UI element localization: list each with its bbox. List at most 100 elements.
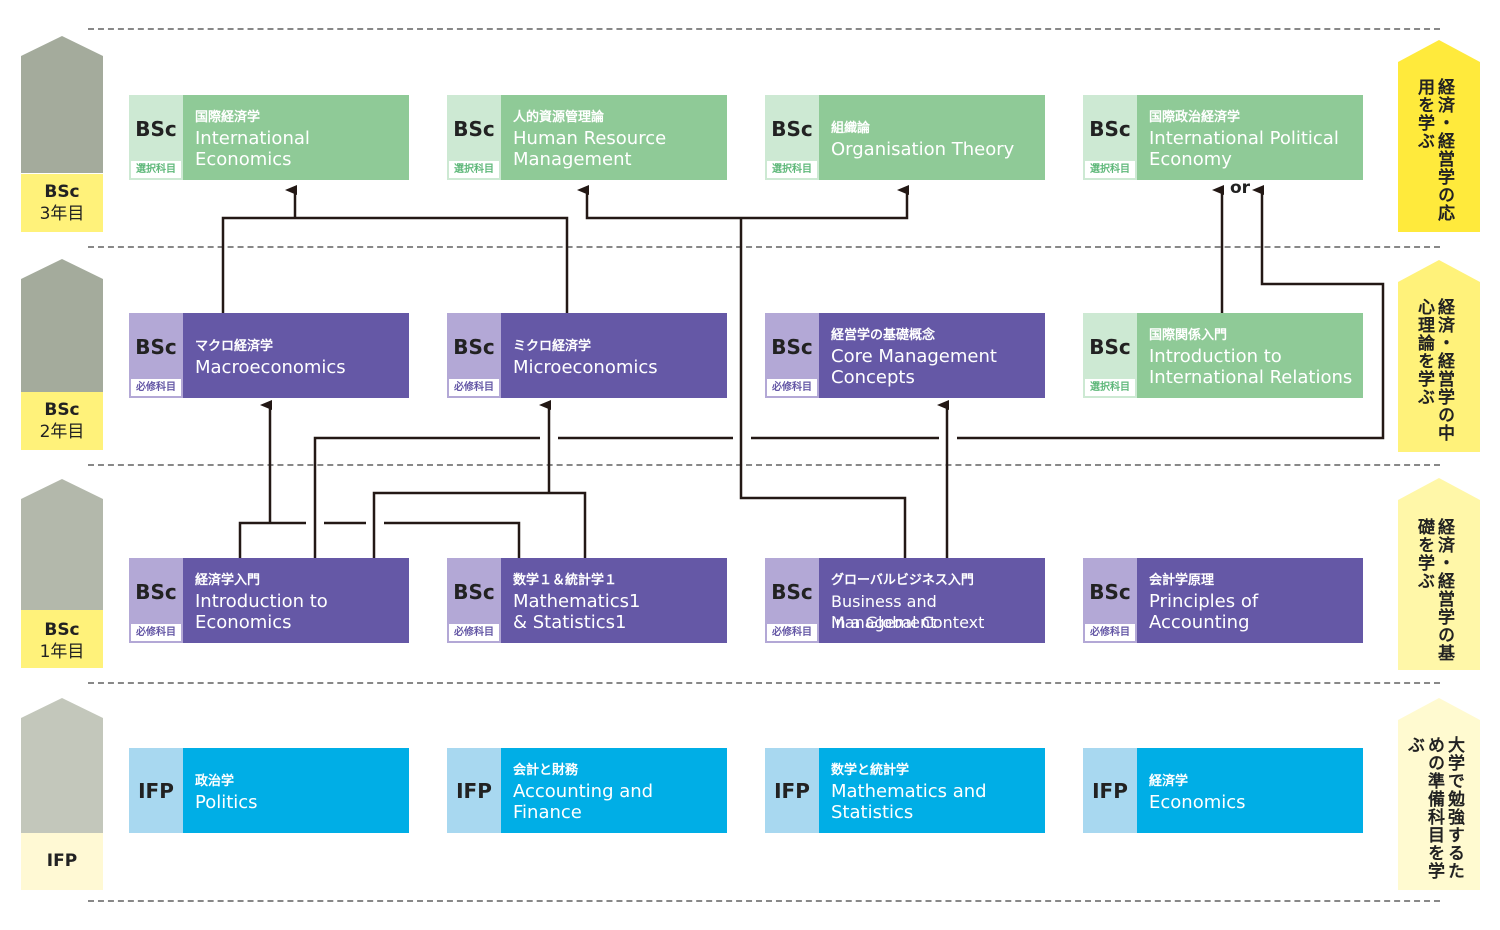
course-jp-title: 数学１＆統計学１ bbox=[513, 573, 618, 588]
course-jp-title: 国際関係入門 bbox=[1149, 328, 1228, 343]
course-en-title: International bbox=[195, 128, 310, 149]
course-type: 必修科目 bbox=[449, 379, 499, 396]
level-year: 2年目 bbox=[39, 422, 85, 442]
course-jp-title: ミクロ経済学 bbox=[513, 339, 592, 354]
course-jp-title: 経済学入門 bbox=[195, 573, 261, 588]
course-jp-title: 会計学原理 bbox=[1149, 573, 1215, 588]
course-code: IFP bbox=[138, 778, 174, 803]
course-en-title: Organisation Theory bbox=[831, 139, 1015, 160]
year-label-1: 大学1年次 bbox=[111, 731, 131, 811]
course-en-title: Finance bbox=[513, 802, 582, 823]
course-en-title: Statistics bbox=[831, 802, 914, 823]
level-year: 1年目 bbox=[39, 642, 85, 662]
course-code: BSc bbox=[135, 335, 177, 359]
course-type: 必修科目 bbox=[767, 624, 817, 641]
course-jp-title: 人的資源管理論 bbox=[513, 110, 605, 125]
course-organisation-theory[interactable]: BSc 選択科目 組織論 Organisation Theory bbox=[765, 95, 1045, 180]
row-separator bbox=[88, 246, 1440, 248]
course-type: 選択科目 bbox=[131, 161, 181, 178]
level-box-3 bbox=[21, 174, 103, 232]
course-jp-title: 国際政治経済学 bbox=[1149, 110, 1241, 125]
course-en-title: Economics bbox=[1149, 792, 1246, 813]
course-type: 必修科目 bbox=[1085, 624, 1135, 641]
course-type: 必修科目 bbox=[131, 624, 181, 641]
course-type: 必修科目 bbox=[131, 379, 181, 396]
course-en-title: Accounting and bbox=[513, 781, 654, 802]
course-en-title: Macroeconomics bbox=[195, 357, 346, 378]
course-en-title: Management bbox=[513, 149, 632, 170]
course-code: BSc bbox=[771, 580, 813, 604]
course-microeconomics[interactable]: BSc 必修科目 ミクロ経済学 Microeconomics bbox=[447, 313, 727, 398]
course-en-title: Politics bbox=[195, 792, 258, 813]
year-label-4: 大学4年次 bbox=[111, 75, 131, 155]
course-en-title: Core Management bbox=[831, 346, 997, 367]
course-en-title: Microeconomics bbox=[513, 357, 658, 378]
course-ifp-politics[interactable]: IFP 政治学 Politics bbox=[129, 748, 409, 833]
course-jp-title: 政治学 bbox=[195, 774, 235, 789]
course-code: BSc bbox=[453, 117, 495, 141]
course-en-title: Accounting bbox=[1149, 612, 1250, 633]
course-type: 選択科目 bbox=[1085, 379, 1135, 396]
course-code: BSc bbox=[1089, 335, 1131, 359]
row-separator bbox=[88, 464, 1440, 466]
theme-arrows bbox=[1398, 40, 1480, 890]
course-en-title: International Political bbox=[1149, 128, 1339, 149]
year-label-2: 大学2年次 bbox=[111, 513, 131, 593]
course-type: 必修科目 bbox=[449, 624, 499, 641]
course-code: BSc bbox=[771, 335, 813, 359]
row-separator bbox=[88, 900, 1440, 902]
theme-label-core: 経済・経営学の中心理論を学ぶ bbox=[1414, 298, 1454, 442]
course-en-title: Economics bbox=[195, 612, 292, 633]
course-macroeconomics[interactable]: BSc 必修科目 マクロ経済学 Macroeconomics bbox=[129, 313, 409, 398]
theme-label-basics: 経済・経営学の基礎を学ぶ bbox=[1414, 518, 1454, 662]
course-en-title: Human Resource bbox=[513, 128, 667, 149]
course-en-title: Introduction to bbox=[195, 591, 328, 612]
theme-label-prep: 大学で勉強するための準備科目を学ぶ bbox=[1404, 736, 1464, 880]
course-en-title: in a Global Context bbox=[831, 613, 985, 632]
course-code: BSc bbox=[1089, 580, 1131, 604]
course-code: BSc bbox=[135, 117, 177, 141]
course-type: 選択科目 bbox=[449, 161, 499, 178]
row-separator bbox=[88, 682, 1440, 684]
course-en-title: Mathematics and bbox=[831, 781, 987, 802]
level-box-ifp bbox=[21, 833, 103, 890]
course-code: IFP bbox=[456, 778, 492, 803]
course-en-title: Business and Management bbox=[831, 592, 937, 632]
or-label: or bbox=[1230, 178, 1251, 198]
course-code: BSc bbox=[453, 580, 495, 604]
course-code: IFP bbox=[774, 778, 810, 803]
course-en-title: Concepts bbox=[831, 367, 915, 388]
course-type: 必修科目 bbox=[767, 379, 817, 396]
course-code: BSc bbox=[453, 335, 495, 359]
year-label-3: 大学3年次 bbox=[111, 293, 131, 373]
course-code: BSc bbox=[771, 117, 813, 141]
theme-label-apply: 経済・経営学の応用を学ぶ bbox=[1414, 78, 1454, 222]
course-en-title: Economy bbox=[1149, 149, 1232, 170]
course-en-title: International Relations bbox=[1149, 367, 1353, 388]
course-en-title: Principles of bbox=[1149, 591, 1259, 612]
level-box-1 bbox=[21, 610, 103, 668]
level-year: 3年目 bbox=[39, 204, 85, 224]
course-jp-title: 組織論 bbox=[831, 121, 871, 136]
course-code: IFP bbox=[1092, 778, 1128, 803]
course-jp-title: マクロ経済学 bbox=[195, 339, 274, 354]
level-code: IFP bbox=[46, 851, 78, 871]
course-en-title: & Statistics1 bbox=[513, 612, 627, 633]
course-type: 選択科目 bbox=[767, 161, 817, 178]
course-jp-title: 数学と統計学 bbox=[831, 763, 910, 778]
course-en-title: Economics bbox=[195, 149, 292, 170]
row-separator bbox=[88, 28, 1440, 30]
